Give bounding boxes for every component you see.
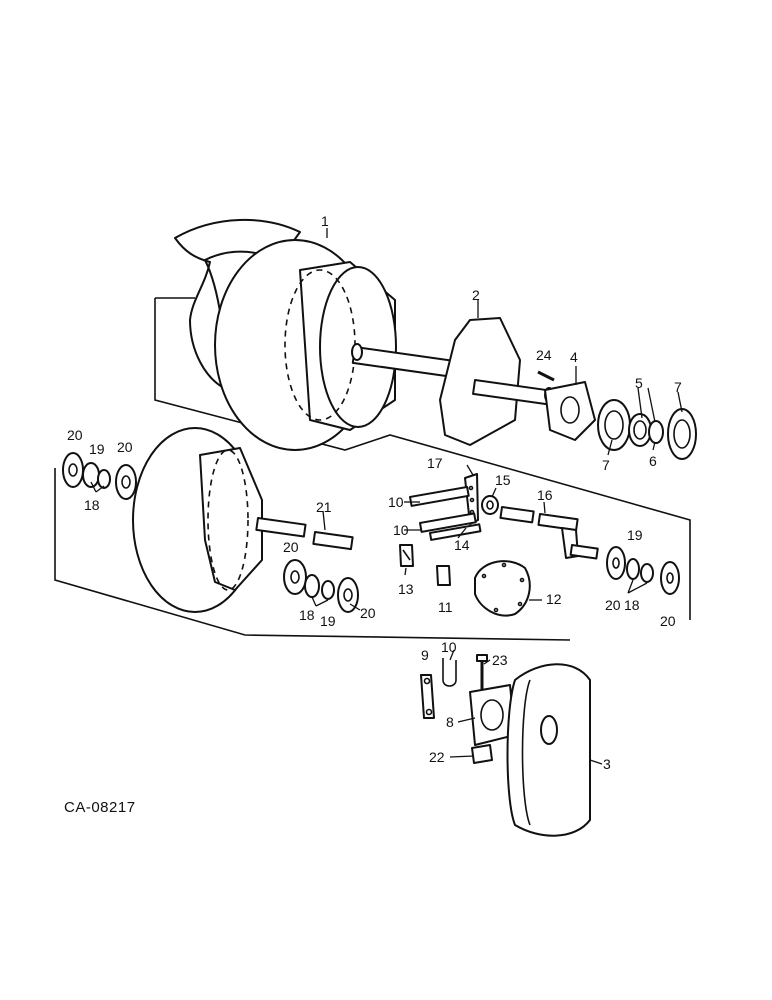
drawing-code: CA-08217 [64,799,136,816]
callout-19-a: 19 [89,441,105,457]
callout-1: 1 [321,213,329,229]
callout-5: 5 [635,375,643,391]
callout-24: 24 [536,347,552,363]
callout-18-b: 18 [299,607,315,623]
callout-3: 3 [603,756,611,772]
callout-numbers: 1 2 24 4 5 7 7 6 20 19 20 18 17 15 16 10… [67,213,682,772]
part-19-bearing-mid [321,580,335,600]
part-13-clip [399,544,414,567]
part-9-link [420,674,435,719]
callout-10-b: 10 [393,522,409,538]
leader-lines [90,228,683,765]
part-20-washer-left-top-2 [115,464,137,500]
callout-20-b: 20 [117,439,133,455]
callout-22: 22 [429,749,445,765]
callout-20-f: 20 [660,613,676,629]
part-3-side-cover [506,663,591,837]
assembly-outline-lines [54,297,691,641]
part-18-seal-mid [304,574,320,598]
part-11-plate [436,565,451,586]
part-20-washer-left-top [62,452,84,488]
part-15-bushing [481,495,499,515]
callout-10-c: 10 [441,639,457,655]
callout-20-e: 20 [605,597,621,613]
part-2-mounting-plate [439,317,554,446]
part-20-washer-mid-2 [337,577,359,613]
callout-18-a: 18 [84,497,100,513]
callout-21: 21 [316,499,332,515]
part-20-washer-right [606,546,626,580]
callout-23: 23 [492,652,508,668]
part-24-pin [537,370,555,382]
part-7-flange-left [597,399,631,451]
callout-12: 12 [546,591,562,607]
callout-20-c: 20 [283,539,299,555]
part-19-bearing-right [640,563,654,583]
part-18-seal-left-top [97,469,111,489]
callout-2: 2 [472,287,480,303]
callout-17: 17 [427,455,443,471]
part-1-rotor-drum [174,219,460,451]
callout-15: 15 [495,472,511,488]
callout-11: 11 [438,599,453,615]
callout-19-c: 19 [627,527,643,543]
callout-19-b: 19 [320,613,336,629]
left-rotor-assembly [132,427,307,613]
part-5-bearing [628,413,652,447]
part-20-washer-right-2 [660,561,680,595]
part-12-cover-plate [474,560,531,617]
part-14-rod [429,523,482,541]
callout-14: 14 [454,537,470,553]
part-10-link-lower [419,512,477,533]
callout-13: 13 [398,581,414,597]
part-16-crank-shaft [499,506,599,560]
part-7-flange-right [667,408,697,460]
part-4-bearing-housing [544,381,596,441]
callout-18-c: 18 [624,597,640,613]
callout-6: 6 [649,453,657,469]
part-6-seal [648,420,664,444]
callout-20-d: 20 [360,605,376,621]
part-23-bolt [476,654,488,690]
callout-7-left: 7 [602,457,610,473]
callout-9: 9 [421,647,429,663]
part-18-seal-right [626,558,640,580]
part-20-washer-mid [283,559,307,595]
callout-7-right: 7 [674,379,682,395]
callout-10-a: 10 [388,494,404,510]
part-21-shaft [312,531,354,551]
part-22-block [471,744,493,764]
part-10-link-lower-group [442,658,457,687]
part-10-link-upper [409,485,470,507]
callout-20-a: 20 [67,427,83,443]
callout-16: 16 [537,487,553,503]
callout-8: 8 [446,714,454,730]
callout-4: 4 [570,349,578,365]
part-8-bearing-housing [469,684,516,746]
